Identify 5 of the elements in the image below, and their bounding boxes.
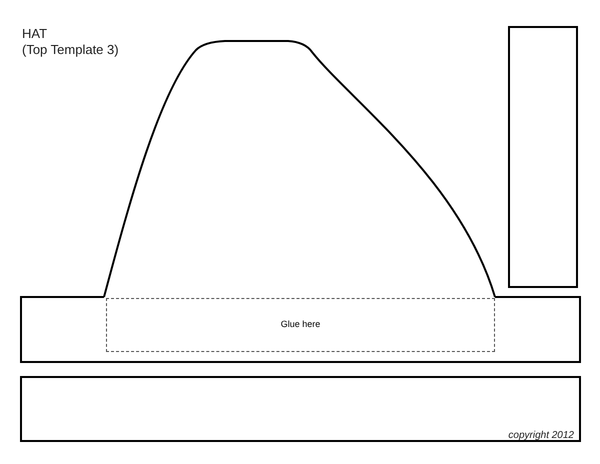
glue-area: [106, 298, 495, 352]
template-title: HAT: [22, 25, 48, 43]
copyright-note: copyright 2012: [508, 429, 574, 443]
template-subtitle: (Top Template 3): [22, 41, 119, 59]
glue-label: Glue here: [280, 318, 320, 332]
